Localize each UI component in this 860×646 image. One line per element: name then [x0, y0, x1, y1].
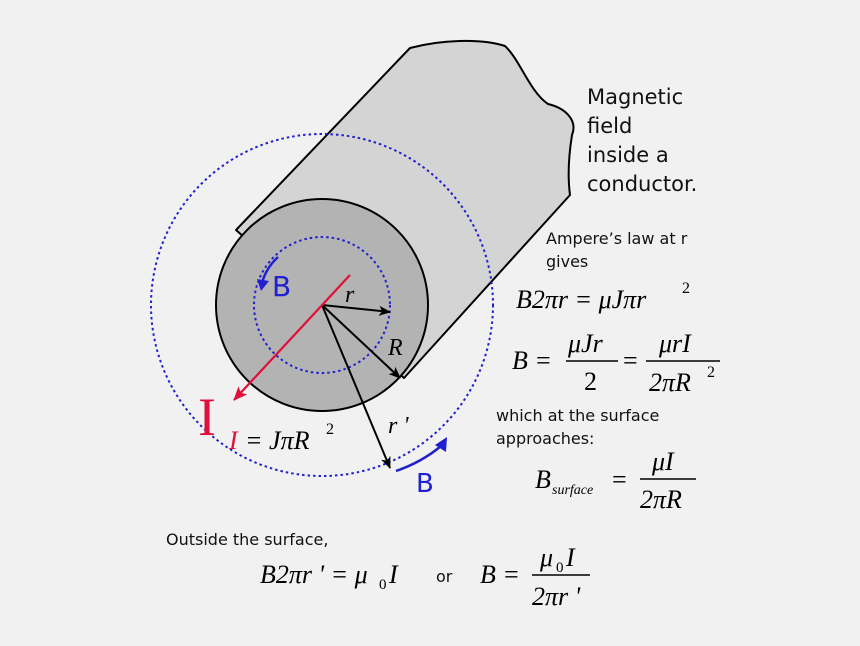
current-eq-rhs: = JπR [245, 426, 310, 455]
current-eq-exp: 2 [326, 421, 334, 438]
ampere-eq2-den2: 2πR [649, 368, 691, 397]
surface-line-2: approaches: [496, 429, 594, 448]
ampere-eq2-num1: μJr [567, 329, 604, 358]
outer-field-circle [150, 133, 494, 477]
surface-block: which at the surface approaches: B surfa… [496, 406, 696, 514]
surface-line-1: which at the surface [496, 406, 659, 425]
title-block: Magnetic field inside a conductor. [587, 85, 697, 196]
ampere-eq1-exp: 2 [682, 280, 690, 297]
R-label: R [387, 335, 403, 361]
title-line-2: field [587, 114, 632, 138]
surface-den: 2πR [640, 485, 682, 514]
outside-eq2-num-sub: 0 [556, 560, 564, 576]
surface-equals: = [612, 465, 627, 494]
ampere-eq2-equals: = [623, 346, 638, 375]
outside-or: or [436, 567, 453, 586]
ampere-block: Ampere’s law at r gives B2πr = μJπr 2 B … [512, 229, 720, 397]
ampere-intro-2: gives [546, 252, 588, 271]
outside-eq2-den: 2πr ' [532, 582, 581, 611]
radius-r-arrow [321, 304, 391, 316]
current-arrow [233, 274, 351, 401]
r-prime-label: r ' [388, 413, 409, 439]
ampere-intro-1: Ampere’s law at r [546, 229, 688, 248]
surface-num: μI [651, 447, 675, 476]
outside-eq-I: I [388, 560, 399, 589]
ampere-eq2-num2: μrI [658, 329, 692, 358]
r-label: r [345, 282, 355, 308]
current-big-label: I [198, 387, 216, 447]
outside-eq2-B: B = [480, 560, 520, 589]
ampere-eq2-den2-exp: 2 [707, 364, 715, 381]
b-outer-label: B [416, 469, 434, 499]
radius-R-arrow [321, 304, 401, 379]
outer-b-arrowhead [435, 437, 447, 452]
current-equation: I = JπR 2 [228, 421, 334, 455]
outside-eq-lhs: B2πr ' = μ [260, 560, 368, 589]
current-eq-I: I [228, 426, 239, 455]
ampere-eq1: B2πr = μJπr [516, 285, 647, 314]
surface-B: B [535, 465, 551, 494]
ampere-eq2-B: B = [512, 346, 552, 375]
title-line-4: conductor. [587, 172, 697, 196]
outside-caption: Outside the surface, [166, 530, 328, 549]
surface-subscript: surface [552, 483, 593, 498]
ampere-eq2-den1: 2 [584, 367, 597, 396]
outer-b-arrow [395, 445, 442, 473]
inner-field-circle [253, 236, 391, 374]
outside-eq-sub: 0 [379, 577, 387, 593]
title-line-1: Magnetic [587, 85, 683, 109]
outside-eq2-num-I: I [565, 543, 576, 572]
outside-eq2-num-mu: μ [539, 543, 553, 572]
radius-r-prime-arrow [321, 304, 391, 469]
inner-b-arrowhead [257, 279, 269, 291]
outside-block: Outside the surface, B2πr ' = μ 0 I or B… [166, 530, 590, 611]
title-line-3: inside a [587, 143, 669, 167]
b-inner-label: B [272, 270, 291, 303]
